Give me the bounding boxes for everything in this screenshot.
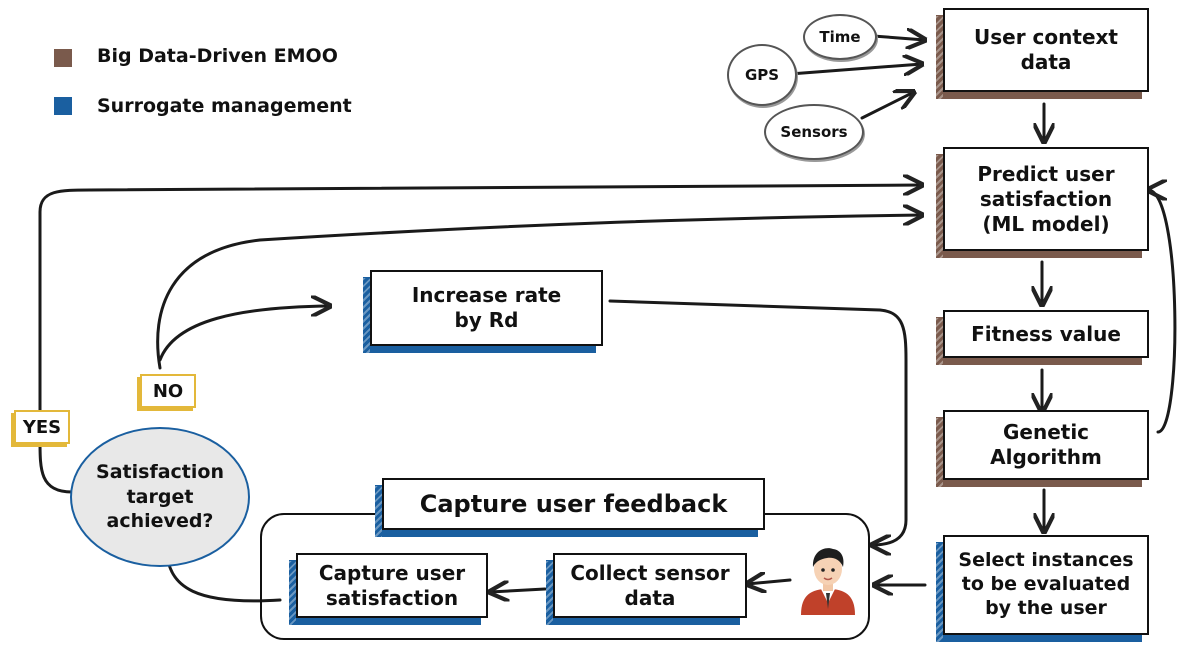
arrow-gps [788, 64, 922, 74]
no-tag: NO [140, 374, 196, 408]
collect-sensor-box: Collect sensor data [546, 553, 747, 625]
capture-feedback-title: Capture user feedback [375, 478, 765, 537]
user-avatar-icon [801, 548, 855, 615]
predict-satisfaction-box: Predict user satisfaction (ML model) [936, 147, 1149, 258]
sensors-input-node: Sensors [764, 104, 864, 160]
legend-label-emoo: Big Data-Driven EMOO [97, 45, 338, 67]
select-instances-box: Select instances to be evaluated by the … [936, 535, 1149, 642]
increase-rate-box: Increase rate by Rd [363, 270, 603, 353]
arrow-no-predict [156, 215, 922, 370]
arrow-increase-feedback [608, 299, 908, 545]
arrow-time [871, 36, 925, 40]
legend-swatch-surrogate [54, 97, 72, 115]
genetic-algorithm-box: Genetic Algorithm [936, 410, 1149, 487]
yes-tag: YES [14, 410, 70, 444]
gps-input-node: GPS [727, 44, 797, 106]
legend-label-surrogate: Surrogate management [97, 95, 352, 117]
arrow-user-collect [747, 580, 792, 584]
legend-swatch-emoo [54, 49, 72, 67]
arrow-genetic-predict [1148, 190, 1177, 434]
arrow-sensors [860, 92, 914, 120]
satisfaction-decision-node: Satisfaction target achieved? [70, 427, 250, 567]
time-input-node: Time [803, 14, 877, 60]
fitness-value-box: Fitness value [936, 310, 1149, 365]
arrow-no-increase [158, 306, 330, 362]
arrow-collect-capture [490, 589, 547, 592]
capture-satisfaction-box: Capture user satisfaction [289, 553, 488, 625]
user-context-box: User context data [936, 8, 1149, 99]
arrow-yes-predict [38, 185, 922, 494]
